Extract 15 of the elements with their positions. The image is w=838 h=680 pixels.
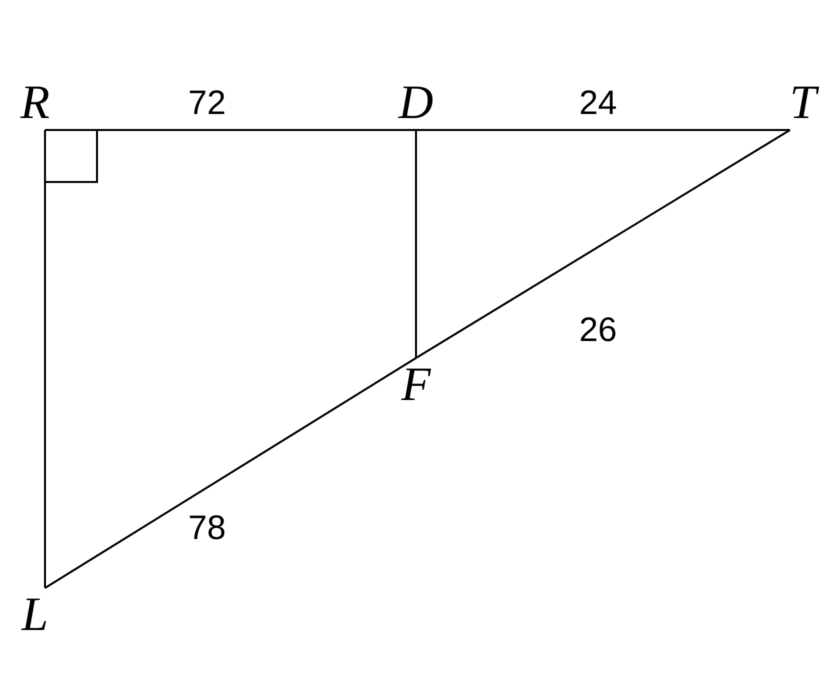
vertex-label: L (15, 590, 55, 640)
vertex-label: D (394, 78, 438, 128)
length-label: 72 (188, 84, 226, 122)
line-segment (416, 129, 790, 131)
length-label: 24 (579, 84, 617, 122)
line-segment (415, 130, 417, 358)
vertex-label: R (15, 78, 55, 128)
length-label: 78 (188, 509, 226, 547)
line-segment (415, 129, 791, 359)
line-segment (44, 130, 46, 588)
vertex-label: F (394, 360, 438, 410)
line-segment (44, 357, 417, 589)
length-label: 26 (579, 311, 617, 349)
vertex-label: T (780, 78, 826, 128)
line-segment (45, 129, 416, 131)
